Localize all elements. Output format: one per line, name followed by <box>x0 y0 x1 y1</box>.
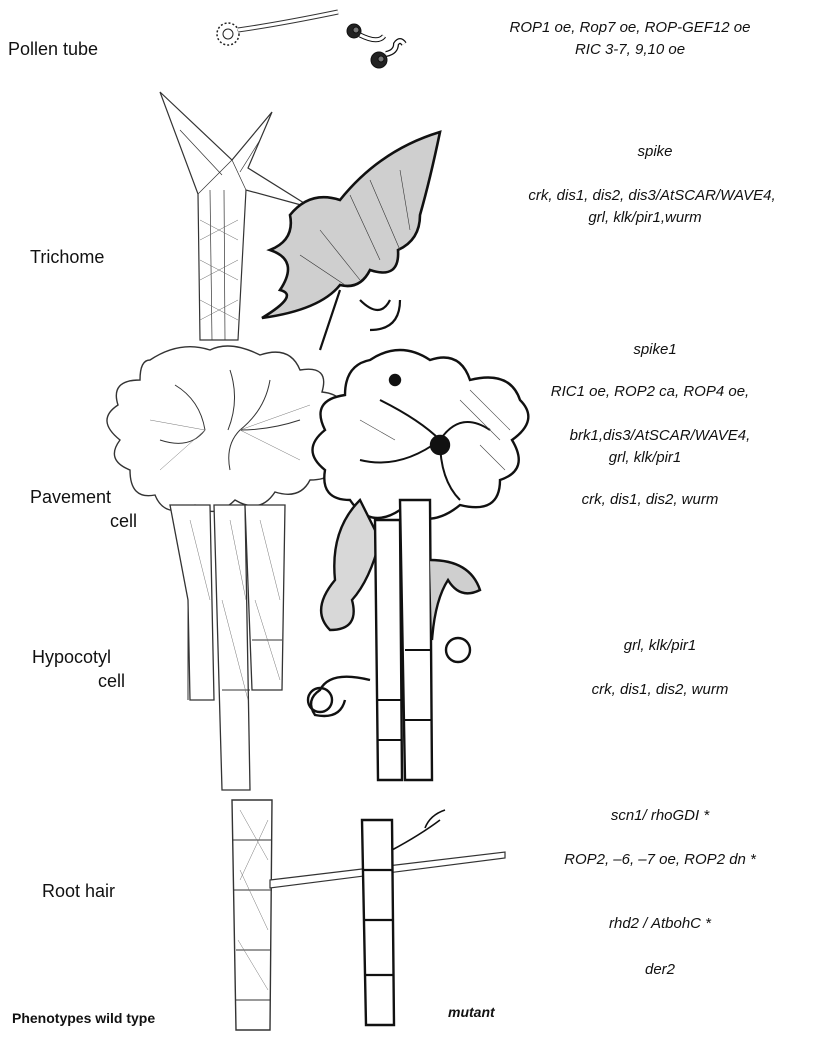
gene-root-line3: rhd2 / AtbohC * <box>609 914 711 934</box>
pavement-wild-type <box>107 346 349 511</box>
gene-trichome-line3: grl, klk/pir1,wurm <box>588 208 701 228</box>
root-mutant <box>362 810 445 1025</box>
gene-trichome-line1: spike <box>637 142 672 162</box>
gene-pollen-line1: ROP1 oe, Rop7 oe, ROP-GEF12 oe <box>510 18 751 38</box>
gene-root-line1: scn1/ rhoGDI * <box>611 806 709 826</box>
gene-hypocotyl-line2: crk, dis1, dis2, wurm <box>592 680 729 700</box>
label-root-hair: Root hair <box>42 880 115 902</box>
gene-pollen-line2: RIC 3-7, 9,10 oe <box>575 40 685 60</box>
hypocotyl-wild-type <box>170 505 285 790</box>
label-trichome: Trichome <box>30 246 104 268</box>
gene-root-line2: ROP2, –6, –7 oe, ROP2 dn * <box>564 850 756 870</box>
footer-phenotypes-wild-type: Phenotypes wild type <box>12 1010 155 1026</box>
gene-trichome-line2: crk, dis1, dis2, dis3/AtSCAR/WAVE4, <box>528 186 775 206</box>
pavement-mutant <box>313 350 529 519</box>
trichome-mutant <box>262 132 440 350</box>
gene-pavement-line2: RIC1 oe, ROP2 ca, ROP4 oe, <box>551 382 749 402</box>
pollen-tube-mutant <box>347 24 404 68</box>
label-hypocotyl-line2: cell <box>98 670 125 692</box>
gene-pavement-line4: grl, klk/pir1 <box>609 448 682 468</box>
label-pavement-line1: Pavement <box>30 486 111 508</box>
gene-hypocotyl-line1: grl, klk/pir1 <box>624 636 697 656</box>
label-pollen-tube: Pollen tube <box>8 38 98 60</box>
footer-mutant: mutant <box>448 1004 495 1020</box>
hypocotyl-mutant <box>308 500 480 780</box>
gene-pavement-line3: brk1,dis3/AtSCAR/WAVE4, <box>570 426 751 446</box>
gene-pavement-line5: crk, dis1, dis2, wurm <box>582 490 719 510</box>
label-hypocotyl-line1: Hypocotyl <box>32 646 111 668</box>
label-pavement-line2: cell <box>110 510 137 532</box>
gene-pavement-line1: spike1 <box>633 340 676 360</box>
pollen-tube-wild-type <box>217 12 338 45</box>
gene-root-line4: der2 <box>645 960 675 980</box>
